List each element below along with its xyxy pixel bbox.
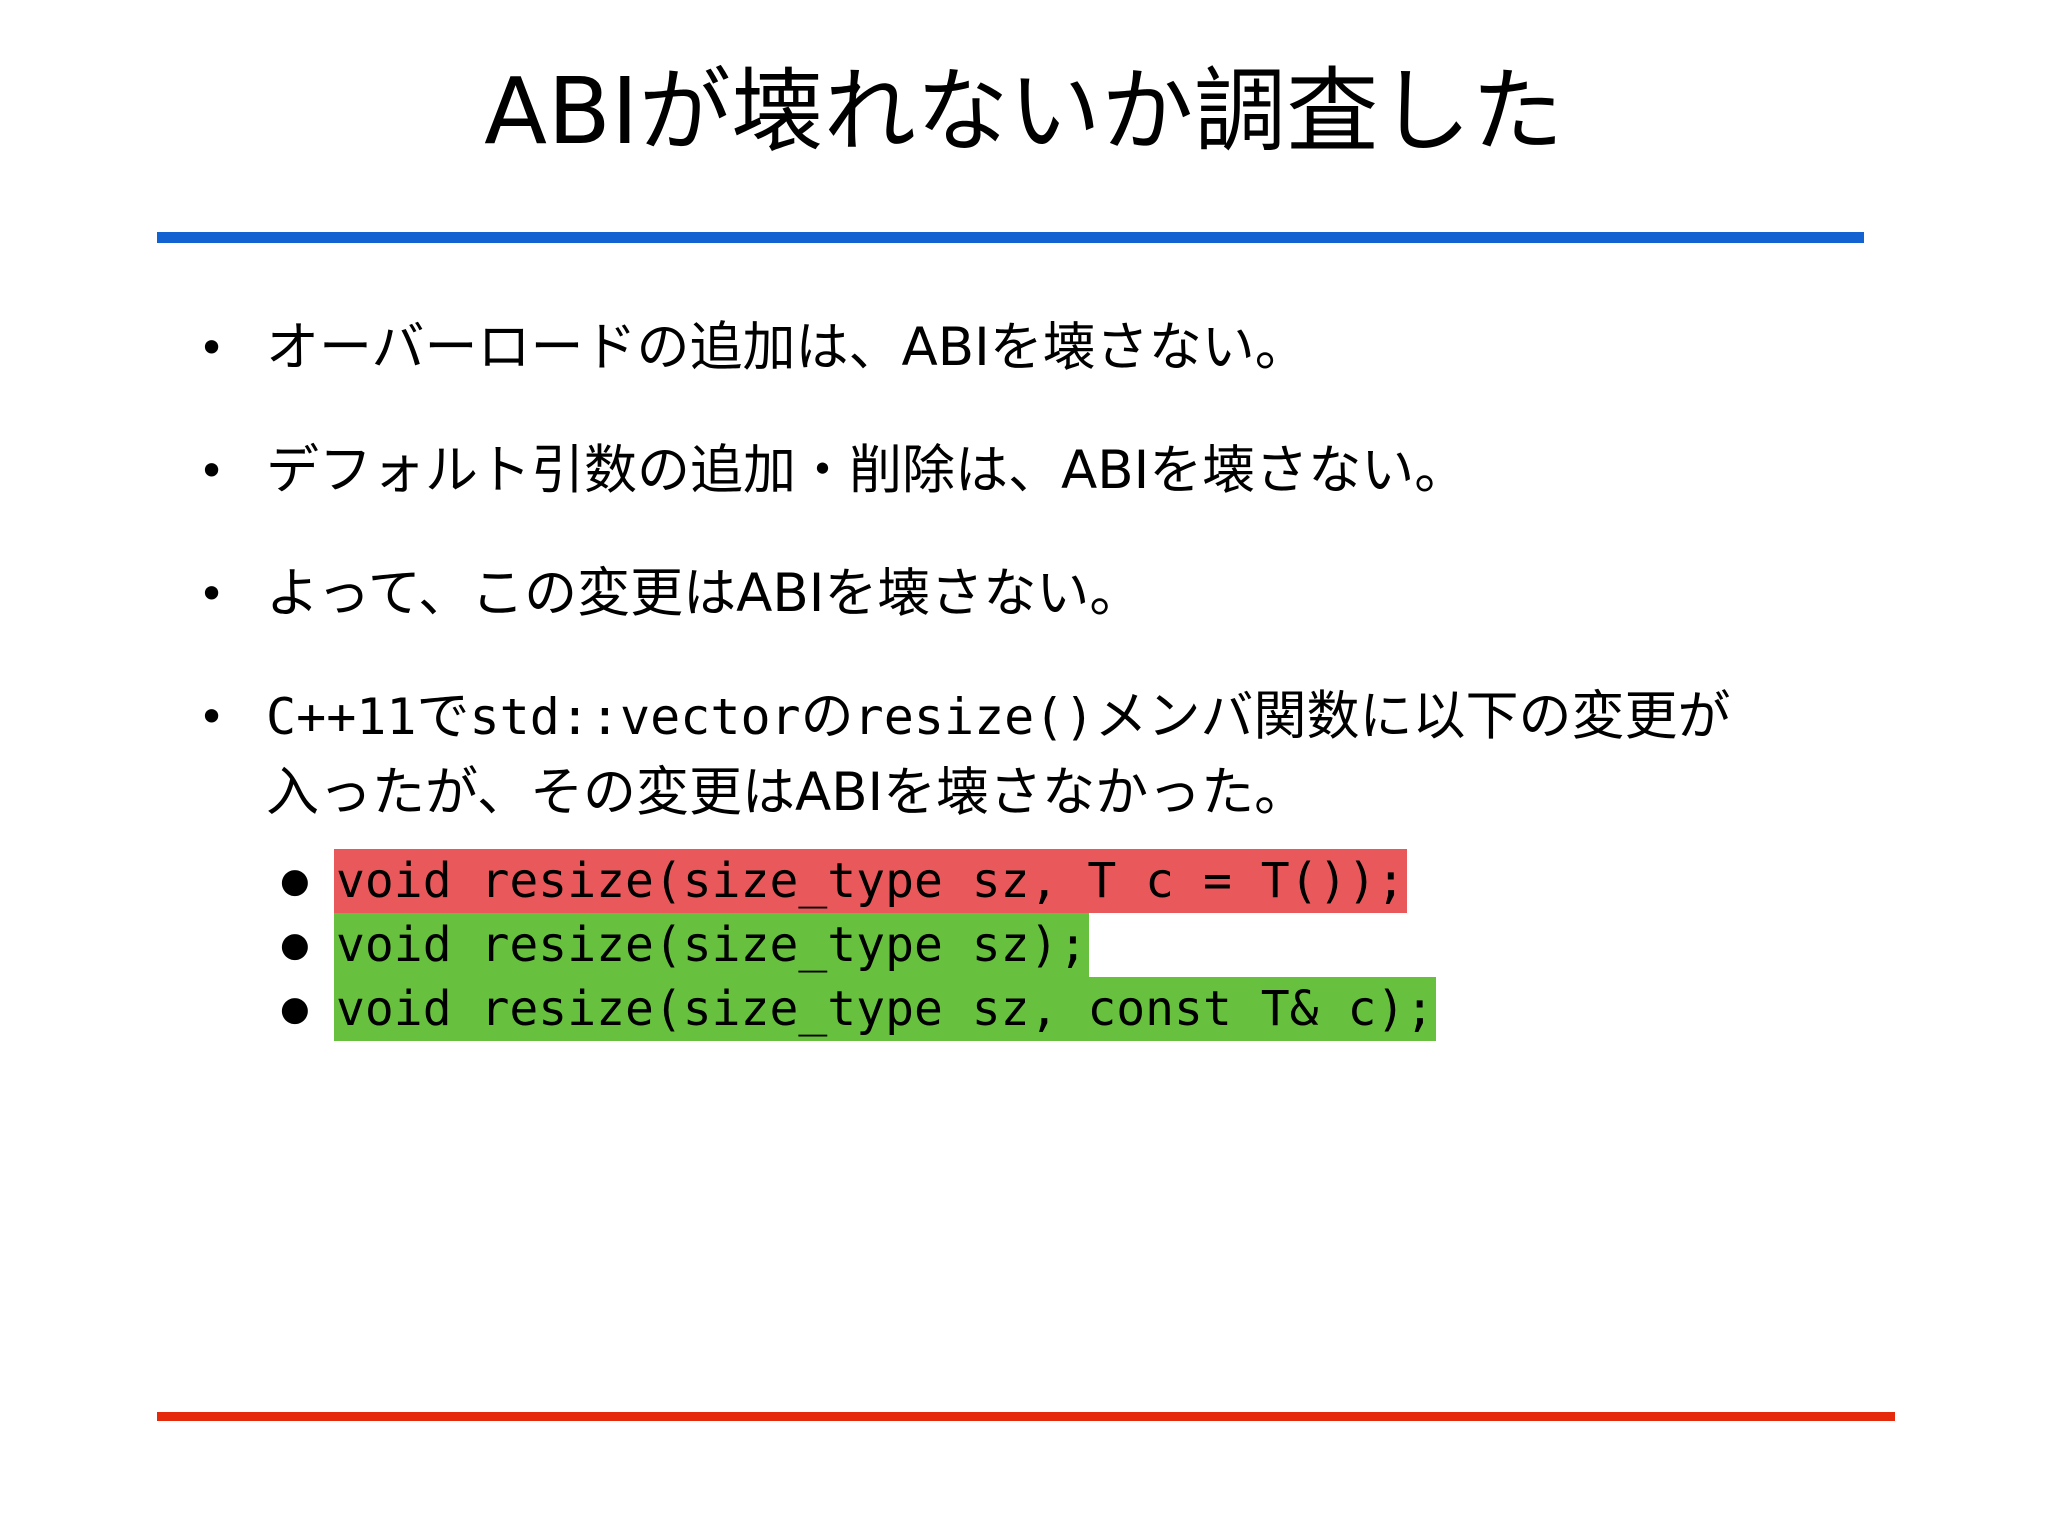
list-item: ● void resize(size_type sz, const T& c); xyxy=(264,977,1986,1041)
bullet4-line1-tail: メンバ関数に以下の変更が xyxy=(1094,686,1731,747)
list-item: • C++11でstd::vectorのresize()メンバ関数に以下の変更が… xyxy=(186,679,1986,831)
list-item: ● void resize(size_type sz, T c = T()); xyxy=(264,849,1986,913)
stdvector-token: std::vector xyxy=(469,688,801,746)
slide-body: • オーバーロードの追加は、ABIを壊さない。 • デフォルト引数の追加・削除は… xyxy=(186,310,1986,1041)
code-signature-added-1: void resize(size_type sz); xyxy=(334,913,1090,977)
bullet-marker-icon: • xyxy=(198,567,226,621)
particle-de: で xyxy=(416,686,470,747)
bullet-marker-icon: • xyxy=(198,321,226,375)
divider-bottom xyxy=(157,1412,1895,1421)
bullet-marker-icon: • xyxy=(198,444,226,498)
code-bullet-marker-icon: ● xyxy=(280,861,310,901)
code-signature-removed: void resize(size_type sz, T c = T()); xyxy=(334,849,1408,913)
list-item: • オーバーロードの追加は、ABIを壊さない。 xyxy=(186,310,1986,386)
resize-token: resize() xyxy=(853,688,1095,746)
code-signature-added-2: void resize(size_type sz, const T& c); xyxy=(334,977,1437,1041)
cpp11-token: C++11 xyxy=(266,688,417,746)
page-title: ABIが壊れないか調査した xyxy=(484,58,1564,165)
bullet-text-3: よって、この変更はABIを壊さない。 xyxy=(266,563,1143,624)
divider-top xyxy=(157,232,1864,243)
bullet-text-4: C++11でstd::vectorのresize()メンバ関数に以下の変更が入っ… xyxy=(266,679,1986,831)
bullet-marker-icon: • xyxy=(198,690,226,744)
bullet4-line2: 入ったが、その変更はABIを壊さなかった。 xyxy=(266,762,1308,823)
bullet-text-2: デフォルト引数の追加・削除は、ABIを壊さない。 xyxy=(266,440,1468,501)
list-item: • デフォルト引数の追加・削除は、ABIを壊さない。 xyxy=(186,433,1986,509)
code-bullet-marker-icon: ● xyxy=(280,925,310,965)
bullet-text-1: オーバーロードの追加は、ABIを壊さない。 xyxy=(266,317,1308,378)
particle-no: の xyxy=(800,686,854,747)
code-signature-list: ● void resize(size_type sz, T c = T()); … xyxy=(264,849,1986,1041)
list-item: • よって、この変更はABIを壊さない。 xyxy=(186,556,1986,632)
list-item: ● void resize(size_type sz); xyxy=(264,913,1986,977)
code-bullet-marker-icon: ● xyxy=(280,989,310,1029)
